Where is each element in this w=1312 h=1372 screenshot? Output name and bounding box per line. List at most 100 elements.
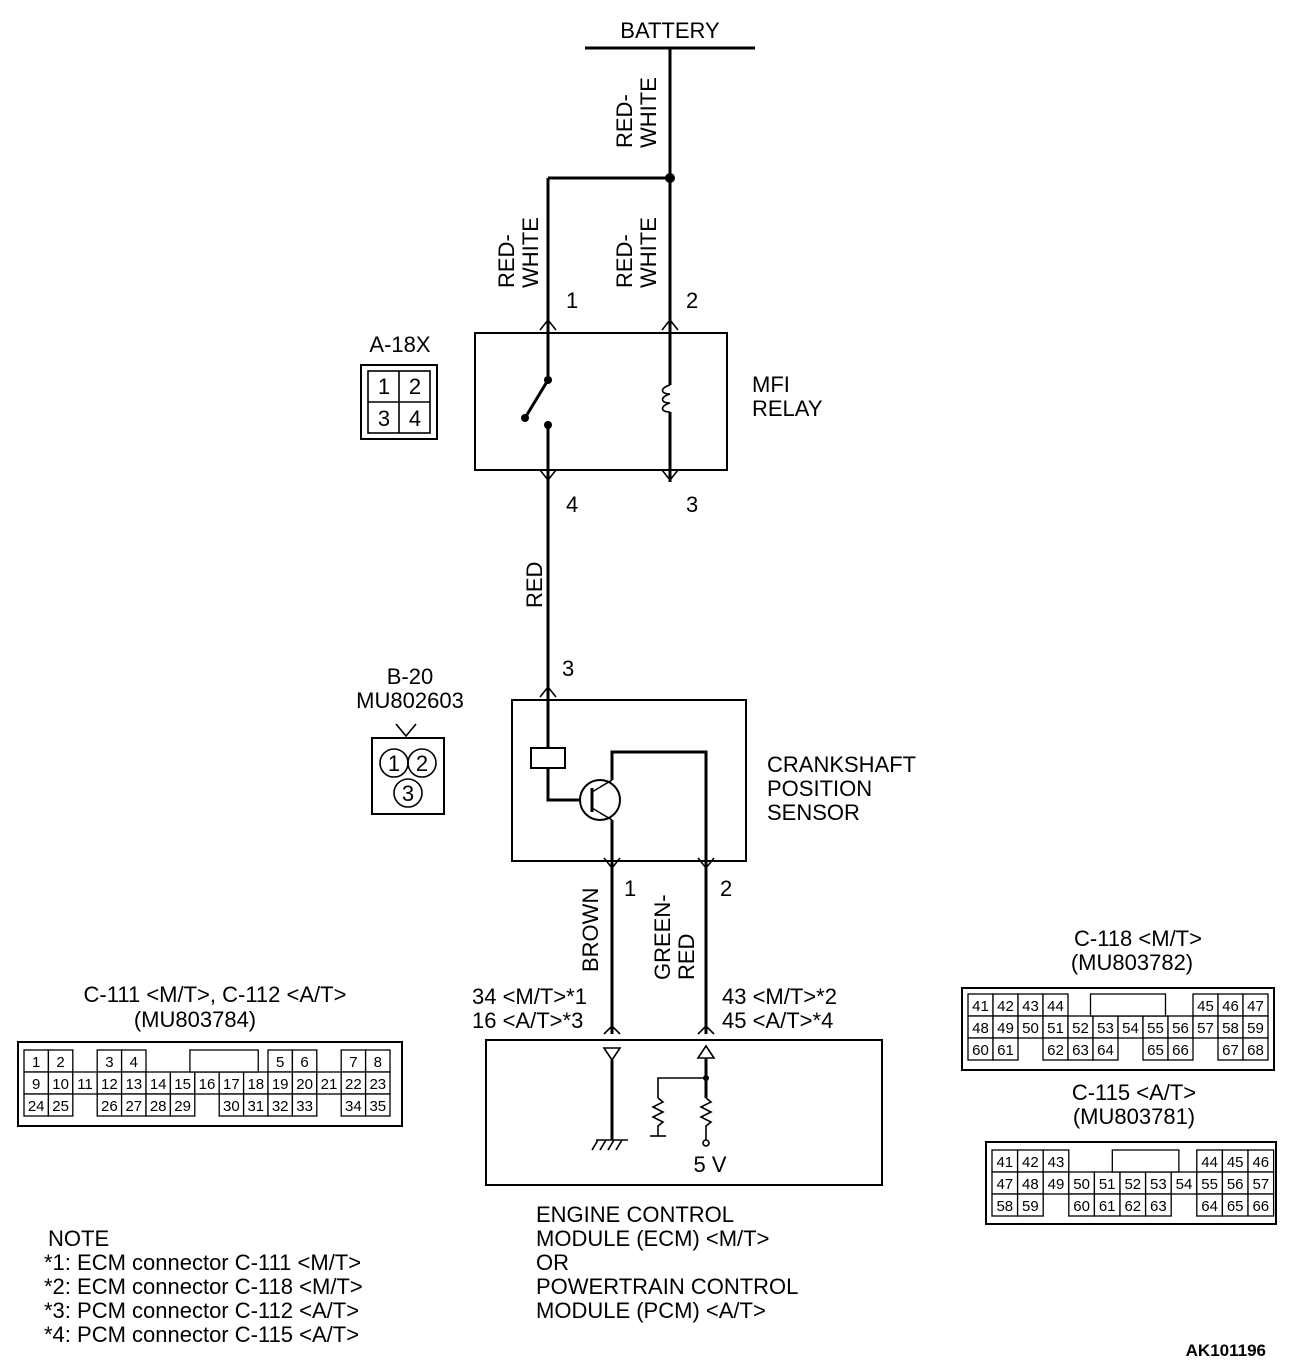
connector-pin-number: 51 <box>1099 1176 1116 1193</box>
relay-coil-icon <box>661 384 671 413</box>
connector-pin-number: 44 <box>1201 1154 1218 1171</box>
label-line: SENSOR <box>767 800 860 825</box>
ecm-box <box>485 1039 883 1186</box>
connector-pin-number: 54 <box>1122 1020 1139 1037</box>
relay-connector-pin: 1 <box>378 374 390 399</box>
connector-pin-number: 53 <box>1097 1020 1114 1037</box>
sensor-connector-pin-circle <box>393 778 423 808</box>
connector-latch-icon <box>395 723 417 738</box>
connector-pin-number: 59 <box>1022 1198 1039 1215</box>
note-line: *4: PCM connector C-115 <A/T> <box>44 1322 359 1347</box>
connector-pin-number: 31 <box>247 1098 264 1115</box>
connector-pin-number: 63 <box>1072 1042 1089 1059</box>
battery-label: BATTERY <box>620 18 720 43</box>
c111-part-number: (MU803784) <box>134 1007 256 1032</box>
connector-pin-number: 58 <box>1222 1020 1239 1037</box>
connector-pin-number: 48 <box>972 1020 989 1037</box>
relay-connector-pin: 4 <box>409 406 421 431</box>
connector-pin-number: 22 <box>345 1076 362 1093</box>
connector-pin-number: 23 <box>369 1076 386 1093</box>
ecm-terminals <box>603 1024 715 1035</box>
note-line: *1: ECM connector C-111 <M/T> <box>44 1250 361 1275</box>
connector-pin-number: 47 <box>1247 998 1264 1015</box>
c111-connector <box>17 1041 403 1127</box>
crankshaft-sensor-box <box>511 699 747 862</box>
c115-part-number: (MU803781) <box>1073 1104 1195 1129</box>
connector-pin-number: 4 <box>130 1054 138 1071</box>
label-line: 43 <M/T>*2 <box>722 984 837 1009</box>
label-line: WHITE <box>636 217 661 288</box>
connector-pin-number: 9 <box>32 1076 40 1093</box>
connector-pin-number: 65 <box>1227 1198 1244 1215</box>
c118-title: C-118 <M/T> <box>1074 926 1202 951</box>
wire-label-relay-pin2: RED-WHITE <box>612 217 661 288</box>
sensor-bottom-terminals <box>603 857 715 870</box>
connector-pin-number: 27 <box>125 1098 142 1115</box>
connector-pin-number: 45 <box>1227 1154 1244 1171</box>
ecm-voltage-label: 5 V <box>693 1152 726 1177</box>
relay-pin2-number: 2 <box>686 288 698 313</box>
connector-pin-number: 8 <box>374 1054 382 1071</box>
c118-part-number: (MU803782) <box>1071 950 1193 975</box>
wire-label-sensor-pin2: GREEN-RED <box>650 894 699 980</box>
label-line: MFI <box>752 372 790 397</box>
mfi-relay-box <box>474 332 728 471</box>
connector-pin-number: 5 <box>276 1054 284 1071</box>
connector-pin-number: 20 <box>296 1076 313 1093</box>
sensor-connector-outline <box>371 737 445 815</box>
connector-pin-number: 15 <box>174 1076 191 1093</box>
label-line: RED- <box>612 234 637 288</box>
label-line: OR <box>536 1250 569 1275</box>
connector-pin-number: 13 <box>125 1076 142 1093</box>
label-line: ENGINE CONTROL <box>536 1202 734 1227</box>
connector-pin-number: 7 <box>349 1054 357 1071</box>
connector-pin-number: 18 <box>247 1076 264 1093</box>
connector-pin-number: 66 <box>1172 1042 1189 1059</box>
connector-pin-number: 35 <box>369 1098 386 1115</box>
label-line: WHITE <box>518 217 543 288</box>
connector-pin-cell <box>1242 1037 1269 1061</box>
connector-pin-number: 41 <box>972 998 989 1015</box>
connector-pin-number: 50 <box>1022 1020 1039 1037</box>
connector-pin-number: 44 <box>1047 998 1064 1015</box>
label-line: CRANKSHAFT <box>767 752 916 777</box>
connector-pin-number: 61 <box>1099 1198 1116 1215</box>
connector-pin-number: 11 <box>77 1076 93 1093</box>
connector-pin-number: 46 <box>1252 1154 1269 1171</box>
sensor-connector-pin-circle <box>407 748 437 778</box>
connector-pin-number: 49 <box>1048 1176 1065 1193</box>
connector-pin-cell <box>291 1093 318 1117</box>
sensor-pickup-coil <box>530 747 566 769</box>
relay-connector-pin: 3 <box>378 406 390 431</box>
label-line: MODULE (PCM) <A/T> <box>536 1298 766 1323</box>
transistor-emitter <box>591 807 613 821</box>
figure-id: AK101196 <box>1186 1341 1266 1360</box>
connector-pin-number: 29 <box>174 1098 191 1115</box>
connector-pin-number: 19 <box>272 1076 289 1093</box>
connector-pin-cell <box>1144 1193 1172 1217</box>
connector-pin-number: 21 <box>321 1076 338 1093</box>
relay-pin3-number: 3 <box>686 492 698 517</box>
sensor-pin2-number: 2 <box>720 876 732 901</box>
c115-connector <box>985 1141 1277 1225</box>
sensor-connector-part-number: MU802603 <box>356 688 464 713</box>
relay-pin4-number: 4 <box>566 492 578 517</box>
relay-contact-dot <box>521 414 529 422</box>
sensor-base-wire <box>546 768 580 802</box>
relay-switch-arm <box>523 379 550 419</box>
connector-pin-number: 6 <box>300 1054 308 1071</box>
connector-pin-number: 32 <box>272 1098 289 1115</box>
connector-pin-number: 14 <box>150 1076 167 1093</box>
ecm-input-arrow-icon <box>602 1047 622 1062</box>
connector-pin-number: 33 <box>296 1098 313 1115</box>
connector-pin-number: 3 <box>105 1054 113 1071</box>
c118-connector <box>961 987 1275 1071</box>
label-line: POWERTRAIN CONTROL <box>536 1274 798 1299</box>
label-line: 16 <A/T>*3 <box>472 1008 583 1033</box>
resistor-icon <box>699 1097 713 1140</box>
label-line: WHITE <box>636 77 661 148</box>
connector-pin-number: 12 <box>101 1076 118 1093</box>
connector-pin-number: 57 <box>1252 1176 1269 1193</box>
